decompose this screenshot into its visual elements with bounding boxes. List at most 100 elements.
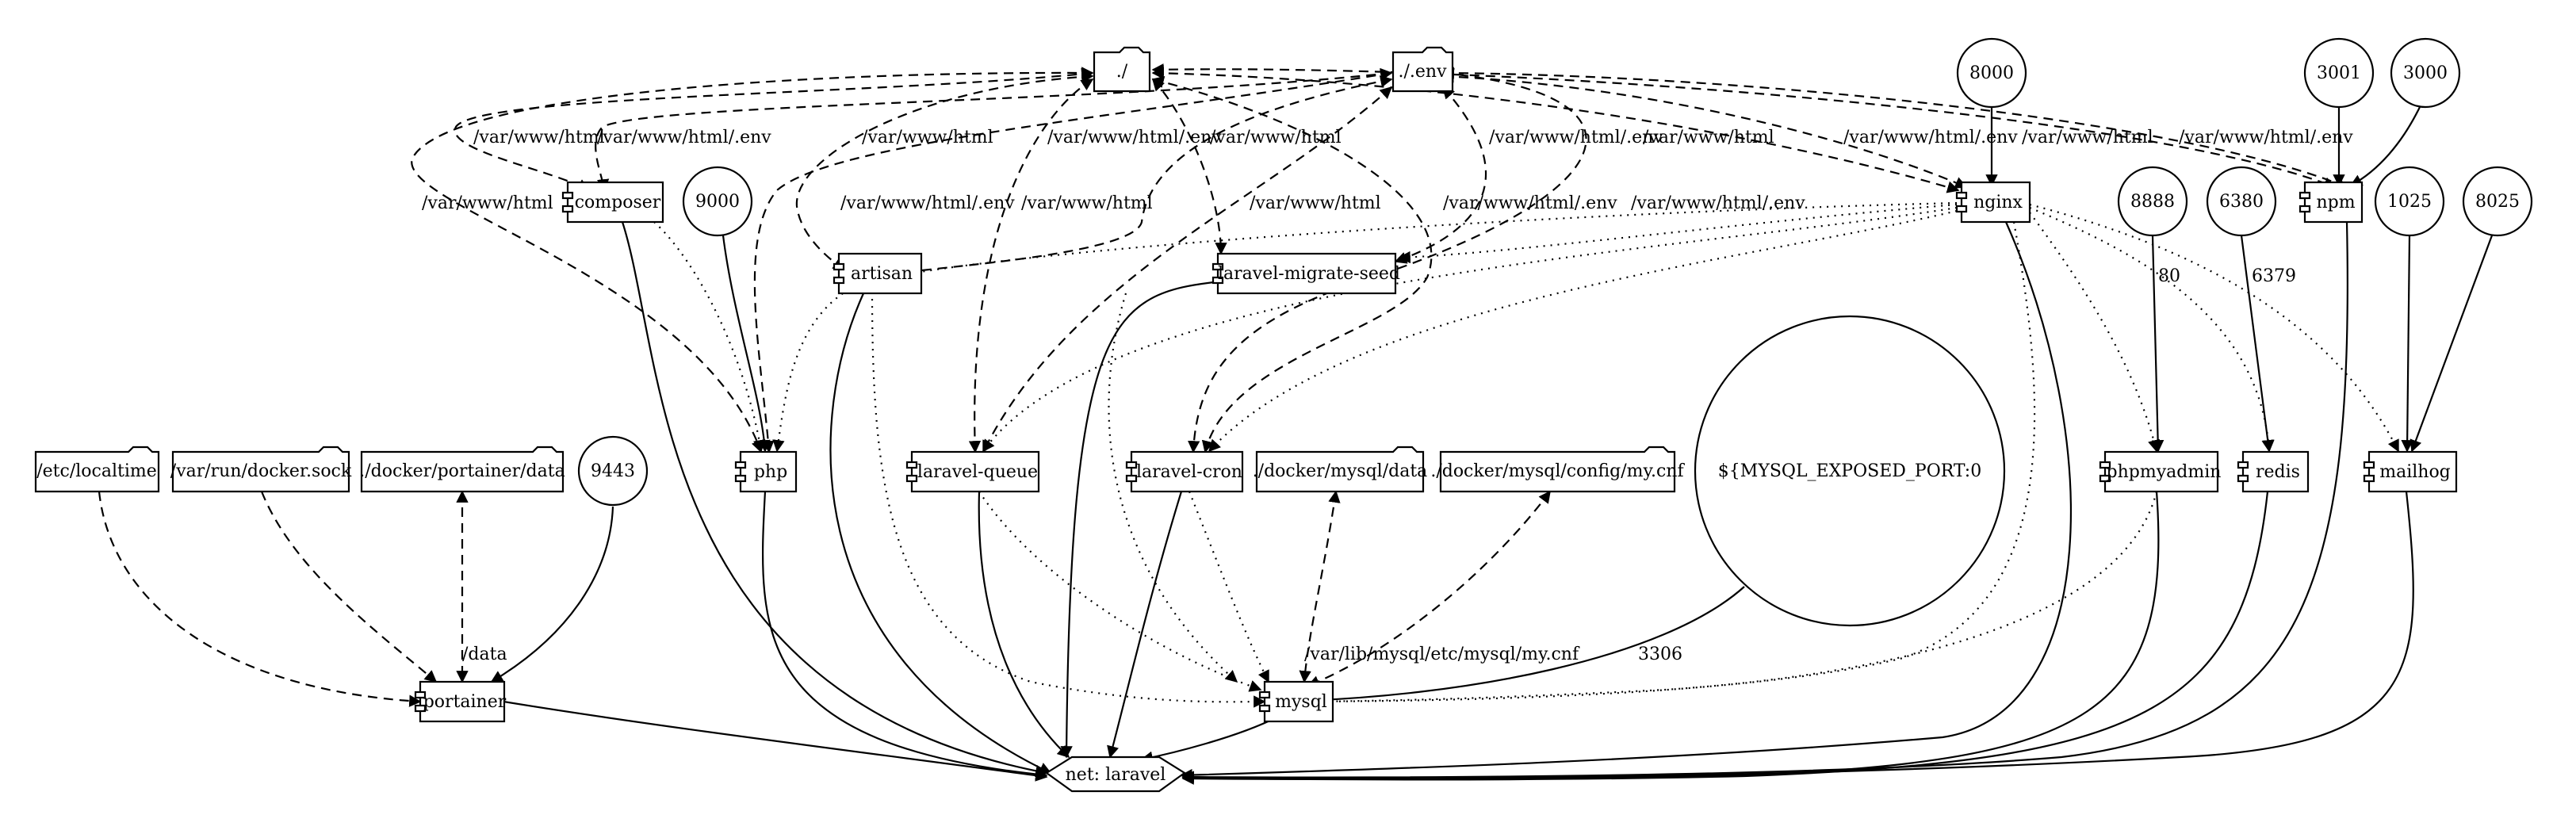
edge-label: /var/www/html/.env xyxy=(1843,128,2018,147)
node-label: laravel-migrate-seed xyxy=(1218,264,1400,284)
edge-9443-portainer xyxy=(490,506,614,683)
node-label: 3000 xyxy=(2403,63,2448,83)
edge-8888-phpmyadmin xyxy=(2151,235,2165,453)
service-node-laravel-queue: laravel-queue xyxy=(905,450,1040,493)
edge-cron-net xyxy=(1107,491,1183,759)
edge-label: 80 xyxy=(2158,266,2180,286)
node-label: /var/run/docker.sock xyxy=(170,461,352,481)
port-node-8000: 8000 xyxy=(1956,37,2027,109)
edge-label: /var/www/html xyxy=(2022,128,2153,147)
port-node-3000: 3000 xyxy=(2390,37,2461,109)
node-label: laravel-cron xyxy=(1136,462,1242,482)
folder-node-mysqlconf: ./docker/mysql/config/my.cnf xyxy=(1430,446,1686,493)
port-node-8025: 8025 xyxy=(2462,166,2533,237)
edge-label: /var/www/html xyxy=(1250,193,1381,213)
folder-node-localtime: /etc/localtime xyxy=(34,446,160,493)
port-nodes: 8000 3001 3000 9000 8888 6380 1025 8025 xyxy=(577,37,2533,627)
edge-mysqlport-mysql xyxy=(1275,586,1745,708)
edge-dockersock-portainer xyxy=(260,491,438,683)
edge-label: /var/www/html xyxy=(422,193,553,213)
node-label: 6380 xyxy=(2219,192,2264,212)
node-label: artisan xyxy=(851,264,913,284)
port-node-6380: 6380 xyxy=(2206,166,2277,237)
node-label: laravel-queue xyxy=(917,462,1038,482)
edge-portainer-net xyxy=(503,700,1048,782)
edge-6380-redis xyxy=(2240,235,2274,453)
edge-label: /var/www/html xyxy=(473,128,605,147)
node-label: 3001 xyxy=(2317,63,2361,83)
node-label: phpmyadmin xyxy=(2107,462,2222,482)
edge-label: /var/www/html/.env xyxy=(1443,193,1617,213)
node-label: /etc/localtime xyxy=(36,461,157,481)
service-node-npm: npm xyxy=(2298,181,2364,224)
port-node-3001: 3001 xyxy=(2303,37,2375,109)
edge-nginx-net xyxy=(1180,221,2072,782)
edge-label: 6379 xyxy=(2252,266,2296,286)
edge-mysql-net xyxy=(1140,717,1277,763)
folder-icon xyxy=(171,446,350,493)
edge-env-migrate xyxy=(1394,86,1487,264)
folder-nodes: ./ ./.env /etc/localtime /var/run/docker… xyxy=(34,46,1686,493)
edge-composer-net xyxy=(621,221,1048,777)
node-label: nginx xyxy=(1973,193,2023,212)
network-node-laravel: net: laravel xyxy=(1045,756,1186,793)
edge-nginx-redis xyxy=(2029,206,2275,453)
node-label: redis xyxy=(2256,462,2300,482)
edge-artisan-net xyxy=(829,291,1052,774)
edge-nginx-php xyxy=(772,201,1958,453)
node-label: ./docker/mysql/data xyxy=(1253,461,1428,481)
edge-php-net xyxy=(761,491,1048,781)
node-label: 1025 xyxy=(2387,192,2432,212)
folder-node-mysqldata: ./docker/mysql/data xyxy=(1253,446,1428,493)
node-label: mysql xyxy=(1275,692,1327,712)
service-node-laravel-cron: laravel-cron xyxy=(1125,450,1244,493)
service-node-nginx: nginx xyxy=(1955,181,2031,224)
edge-8025-mailhog xyxy=(2409,235,2494,453)
edge-label: /var/www/html xyxy=(862,128,993,147)
edge-label: 3306 xyxy=(1638,645,1682,664)
edge-label: /var/www/html/.env xyxy=(1631,193,1805,213)
edge-artisan-mysql xyxy=(871,291,1266,708)
edge-nginx-migrate xyxy=(1398,203,1958,264)
folder-node-dockersock: /var/run/docker.sock xyxy=(170,446,352,493)
port-node-9443: 9443 xyxy=(577,435,649,507)
edge-npm-net xyxy=(1181,221,2348,783)
edge-label: /var/www/html xyxy=(1021,193,1153,213)
service-node-portainer: portainer xyxy=(414,680,507,723)
port-node-9000: 9000 xyxy=(682,166,753,237)
service-nodes: composer nginx npm artisan laravel-migra… xyxy=(414,181,2458,723)
folder-node-portainerdata: ./docker/portainer/data xyxy=(359,446,565,493)
edge-label: /var/www/html/.env xyxy=(597,128,771,147)
edge-9000-php xyxy=(722,235,771,453)
edge-nginx-phpmyadmin xyxy=(2029,212,2161,453)
edge-env-cron xyxy=(1188,67,1587,453)
edge-label: /var/www/html/.env xyxy=(840,193,1015,213)
edge-env-php xyxy=(753,68,1393,453)
node-label: 8025 xyxy=(2475,192,2520,212)
port-node-1025: 1025 xyxy=(2374,166,2445,237)
edges xyxy=(98,63,2494,785)
edge-label: /var/www/html/.env xyxy=(1489,128,1663,147)
node-label: 8000 xyxy=(1969,63,2014,83)
folder-node-root: ./ xyxy=(1093,46,1151,93)
service-node-redis: redis xyxy=(2237,450,2310,493)
node-label: 9000 xyxy=(695,192,740,212)
service-node-phpmyadmin: phpmyadmin xyxy=(2099,450,2222,493)
node-label: composer xyxy=(575,193,661,212)
edge-label: /var/www/html/.env xyxy=(1047,128,1222,147)
node-label: net: laravel xyxy=(1066,765,1166,785)
edge-mailhog-net xyxy=(1181,491,2414,785)
edge-phpmyadmin-net xyxy=(1181,491,2160,784)
edge-composer-php xyxy=(653,221,766,453)
node-label: mailhog xyxy=(2379,462,2451,482)
node-label: npm xyxy=(2316,193,2355,212)
port-node-mysql-exposed: ${MYSQL_EXPOSED_PORT:0 xyxy=(1694,315,2006,627)
node-label: ./docker/portainer/data xyxy=(359,461,565,481)
edge-labels: /var/www/html /var/www/html/.env /var/ww… xyxy=(422,128,2353,664)
folder-icon xyxy=(1439,446,1676,493)
folder-icon xyxy=(1255,446,1425,493)
edge-env-artisan xyxy=(894,75,1393,278)
node-label: ./docker/mysql/config/my.cnf xyxy=(1430,461,1685,481)
service-node-composer: composer xyxy=(561,181,664,224)
node-label: portainer xyxy=(423,692,507,712)
